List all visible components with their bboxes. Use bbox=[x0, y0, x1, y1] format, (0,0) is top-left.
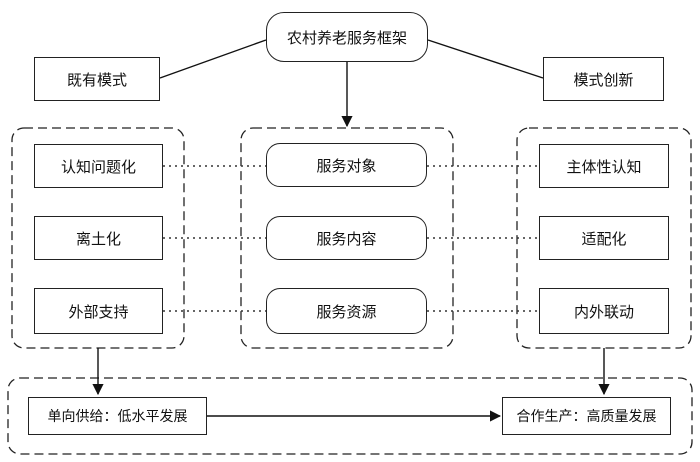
bottom-group-frame bbox=[7, 377, 693, 455]
bottom-left-node: 单向供给：低水平发展 bbox=[28, 397, 207, 435]
center-item-3: 服务资源 bbox=[266, 288, 427, 334]
left-item-1: 认知问题化 bbox=[34, 144, 163, 188]
root-to-right-line bbox=[427, 39, 544, 79]
center-item-2: 服务内容 bbox=[266, 216, 427, 260]
right-item-1: 主体性认知 bbox=[539, 144, 669, 188]
right-item-3: 内外联动 bbox=[539, 288, 669, 334]
bottom-right-node: 合作生产：高质量发展 bbox=[502, 397, 671, 435]
right-header-node: 模式创新 bbox=[543, 57, 664, 101]
left-item-3: 外部支持 bbox=[34, 288, 163, 334]
root-node: 农村养老服务框架 bbox=[266, 12, 428, 62]
left-header-node: 既有模式 bbox=[34, 57, 160, 101]
right-item-2: 适配化 bbox=[539, 216, 669, 260]
center-item-1: 服务对象 bbox=[266, 143, 427, 187]
left-item-2: 离土化 bbox=[34, 216, 163, 260]
root-to-left-line bbox=[159, 39, 267, 79]
